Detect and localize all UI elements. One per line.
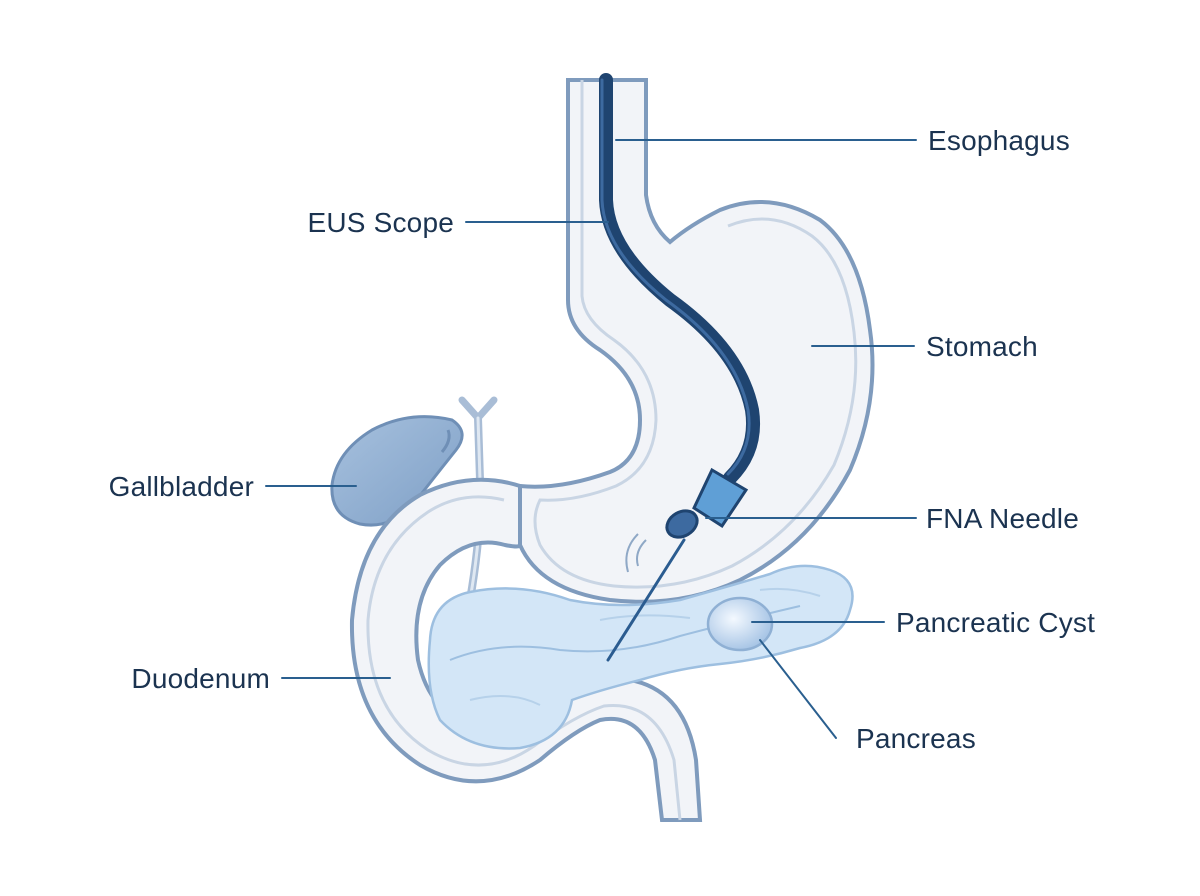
label-stomach: Stomach bbox=[926, 331, 1038, 362]
label-esophagus: Esophagus bbox=[928, 125, 1070, 156]
label-duodenum: Duodenum bbox=[131, 663, 270, 694]
duodenum bbox=[349, 477, 703, 822]
gallbladder bbox=[330, 415, 464, 527]
label-eus-scope: EUS Scope bbox=[307, 207, 454, 238]
label-gallbladder: Gallbladder bbox=[109, 471, 254, 502]
label-pancreas: Pancreas bbox=[856, 723, 976, 754]
label-fna-needle: FNA Needle bbox=[926, 503, 1079, 534]
label-pancreatic-cyst: Pancreatic Cyst bbox=[896, 607, 1095, 638]
leader-pancreas bbox=[759, 639, 837, 739]
eus-scope bbox=[599, 73, 760, 539]
pancreatic-cyst bbox=[706, 596, 774, 652]
fna-needle bbox=[606, 533, 686, 662]
